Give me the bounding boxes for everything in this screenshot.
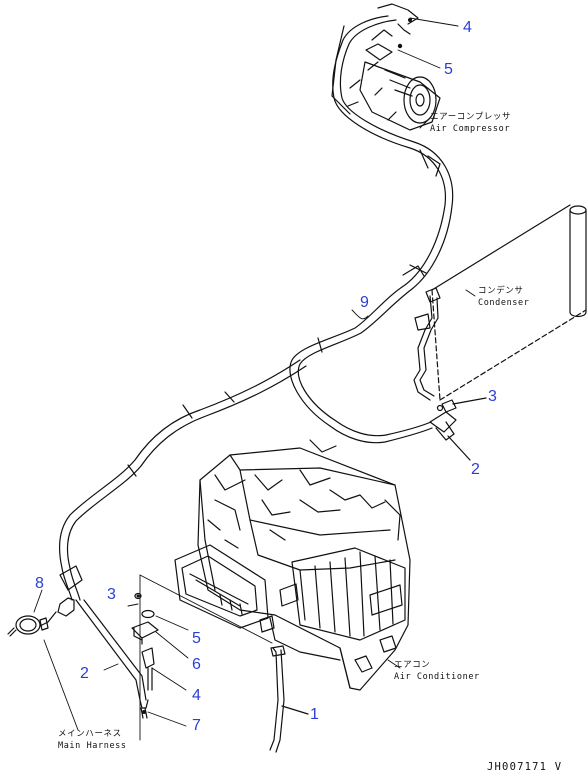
exploded-view-drawing — [75, 574, 309, 753]
callout-7: 7 — [192, 717, 201, 734]
air-compressor-label-en: Air Compressor — [430, 124, 511, 134]
callout-5-top: 5 — [444, 61, 453, 78]
condenser-label-en: Condenser — [478, 298, 530, 308]
condenser-drawing — [413, 204, 587, 401]
air-compressor-drawing — [347, 29, 441, 131]
main-harness-label-jp: メインハーネス — [58, 729, 122, 739]
callout-4-bottom: 4 — [192, 687, 201, 704]
main-harness-label-en: Main Harness — [58, 741, 127, 751]
callout-3-right: 3 — [488, 388, 497, 405]
air-conditioner-drawing — [174, 439, 411, 691]
callout-2-bottom: 2 — [80, 665, 89, 682]
fitting-right-drawing — [429, 397, 487, 461]
callout-6: 6 — [192, 656, 201, 673]
hardware-points — [136, 18, 412, 714]
air-conditioner-label-en: Air Conditioner — [394, 672, 480, 682]
callout-4-top: 4 — [463, 19, 472, 36]
callout-5-bottom: 5 — [192, 630, 201, 647]
condenser-label-jp: コンデンサ — [478, 286, 524, 296]
callout-1: 1 — [310, 706, 319, 723]
air-conditioner-label-jp: エアコン — [394, 660, 431, 670]
drawing-code: JH007171 V — [487, 761, 563, 773]
harness-9-drawing — [289, 3, 454, 444]
callout-3-left: 3 — [107, 586, 116, 603]
air-compressor-label-jp: エアーコンプレッサ — [430, 112, 512, 122]
callout-8: 8 — [35, 575, 44, 592]
callout-2-right: 2 — [471, 461, 480, 478]
leader-lines — [33, 17, 476, 731]
callout-9: 9 — [360, 294, 369, 311]
harness-left-drawing — [39, 359, 307, 627]
grommet-8-drawing — [7, 615, 49, 637]
